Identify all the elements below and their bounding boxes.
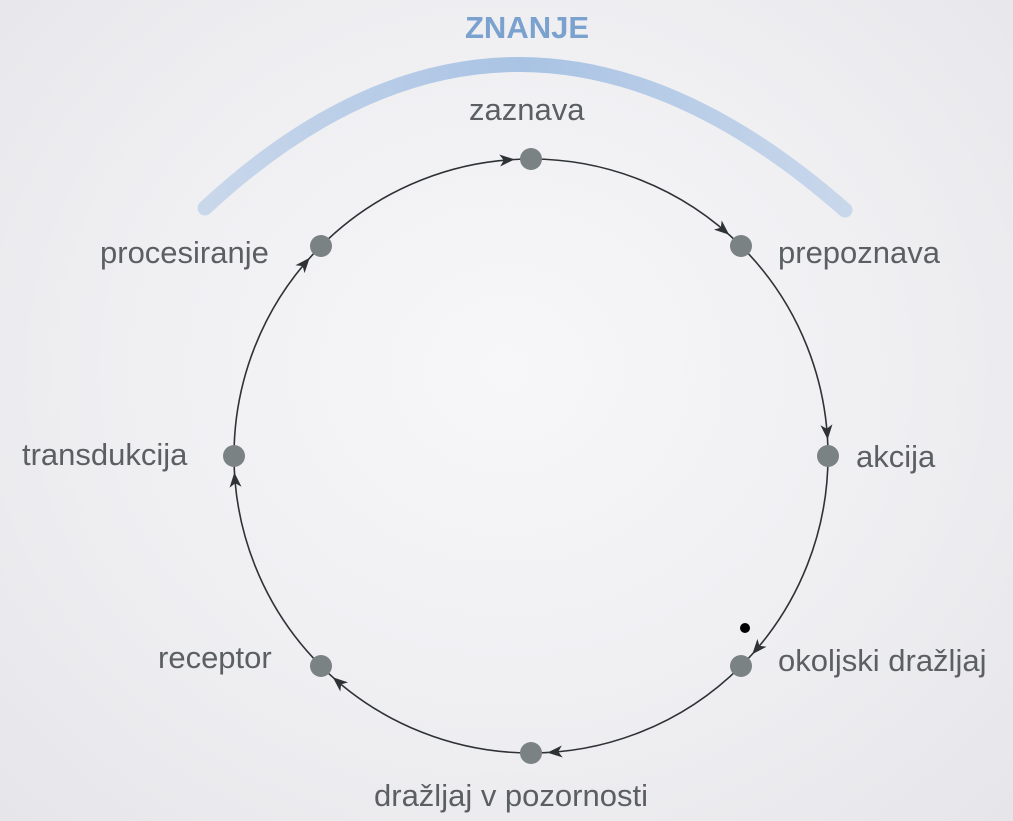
node-label-drazljaj-v-pozornosti: dražljaj v pozornosti (374, 778, 648, 813)
node-okoljski (730, 655, 752, 677)
stray-dot (740, 623, 750, 633)
node-label-zaznava: zaznava (469, 92, 585, 127)
flow-arrow-transdukcija (229, 472, 242, 488)
node-label-okoljski-drazljaj: okoljski dražljaj (778, 643, 987, 678)
knowledge-arc (197, 57, 853, 218)
node-transdukcija (223, 445, 245, 467)
node-procesiranje (310, 235, 332, 257)
flow-arrow-okoljski (752, 638, 767, 655)
flow-arrow-zaznava (499, 154, 515, 167)
node-zaznava (520, 148, 542, 170)
node-prepoznava (730, 235, 752, 257)
node-akcija (817, 445, 839, 467)
flow-arrow-receptor (332, 677, 349, 692)
node-label-akcija: akcija (856, 439, 936, 474)
flow-arrow-prepoznava (713, 220, 730, 235)
node-label-prepoznava: prepoznava (778, 235, 941, 270)
node-label-transdukcija: transdukcija (22, 437, 188, 472)
node-receptor (310, 655, 332, 677)
diagram-title: ZNANJE (465, 10, 590, 45)
node-label-receptor: receptor (158, 640, 272, 675)
cycle-group (223, 148, 839, 764)
flow-arrow-procesiranje (295, 257, 310, 274)
flow-arrow-drazljaj-v-pozornosti (547, 745, 563, 758)
flow-arrow-akcija (820, 424, 833, 440)
node-label-procesiranje: procesiranje (100, 235, 269, 270)
node-drazljaj-v-pozornosti (520, 742, 542, 764)
